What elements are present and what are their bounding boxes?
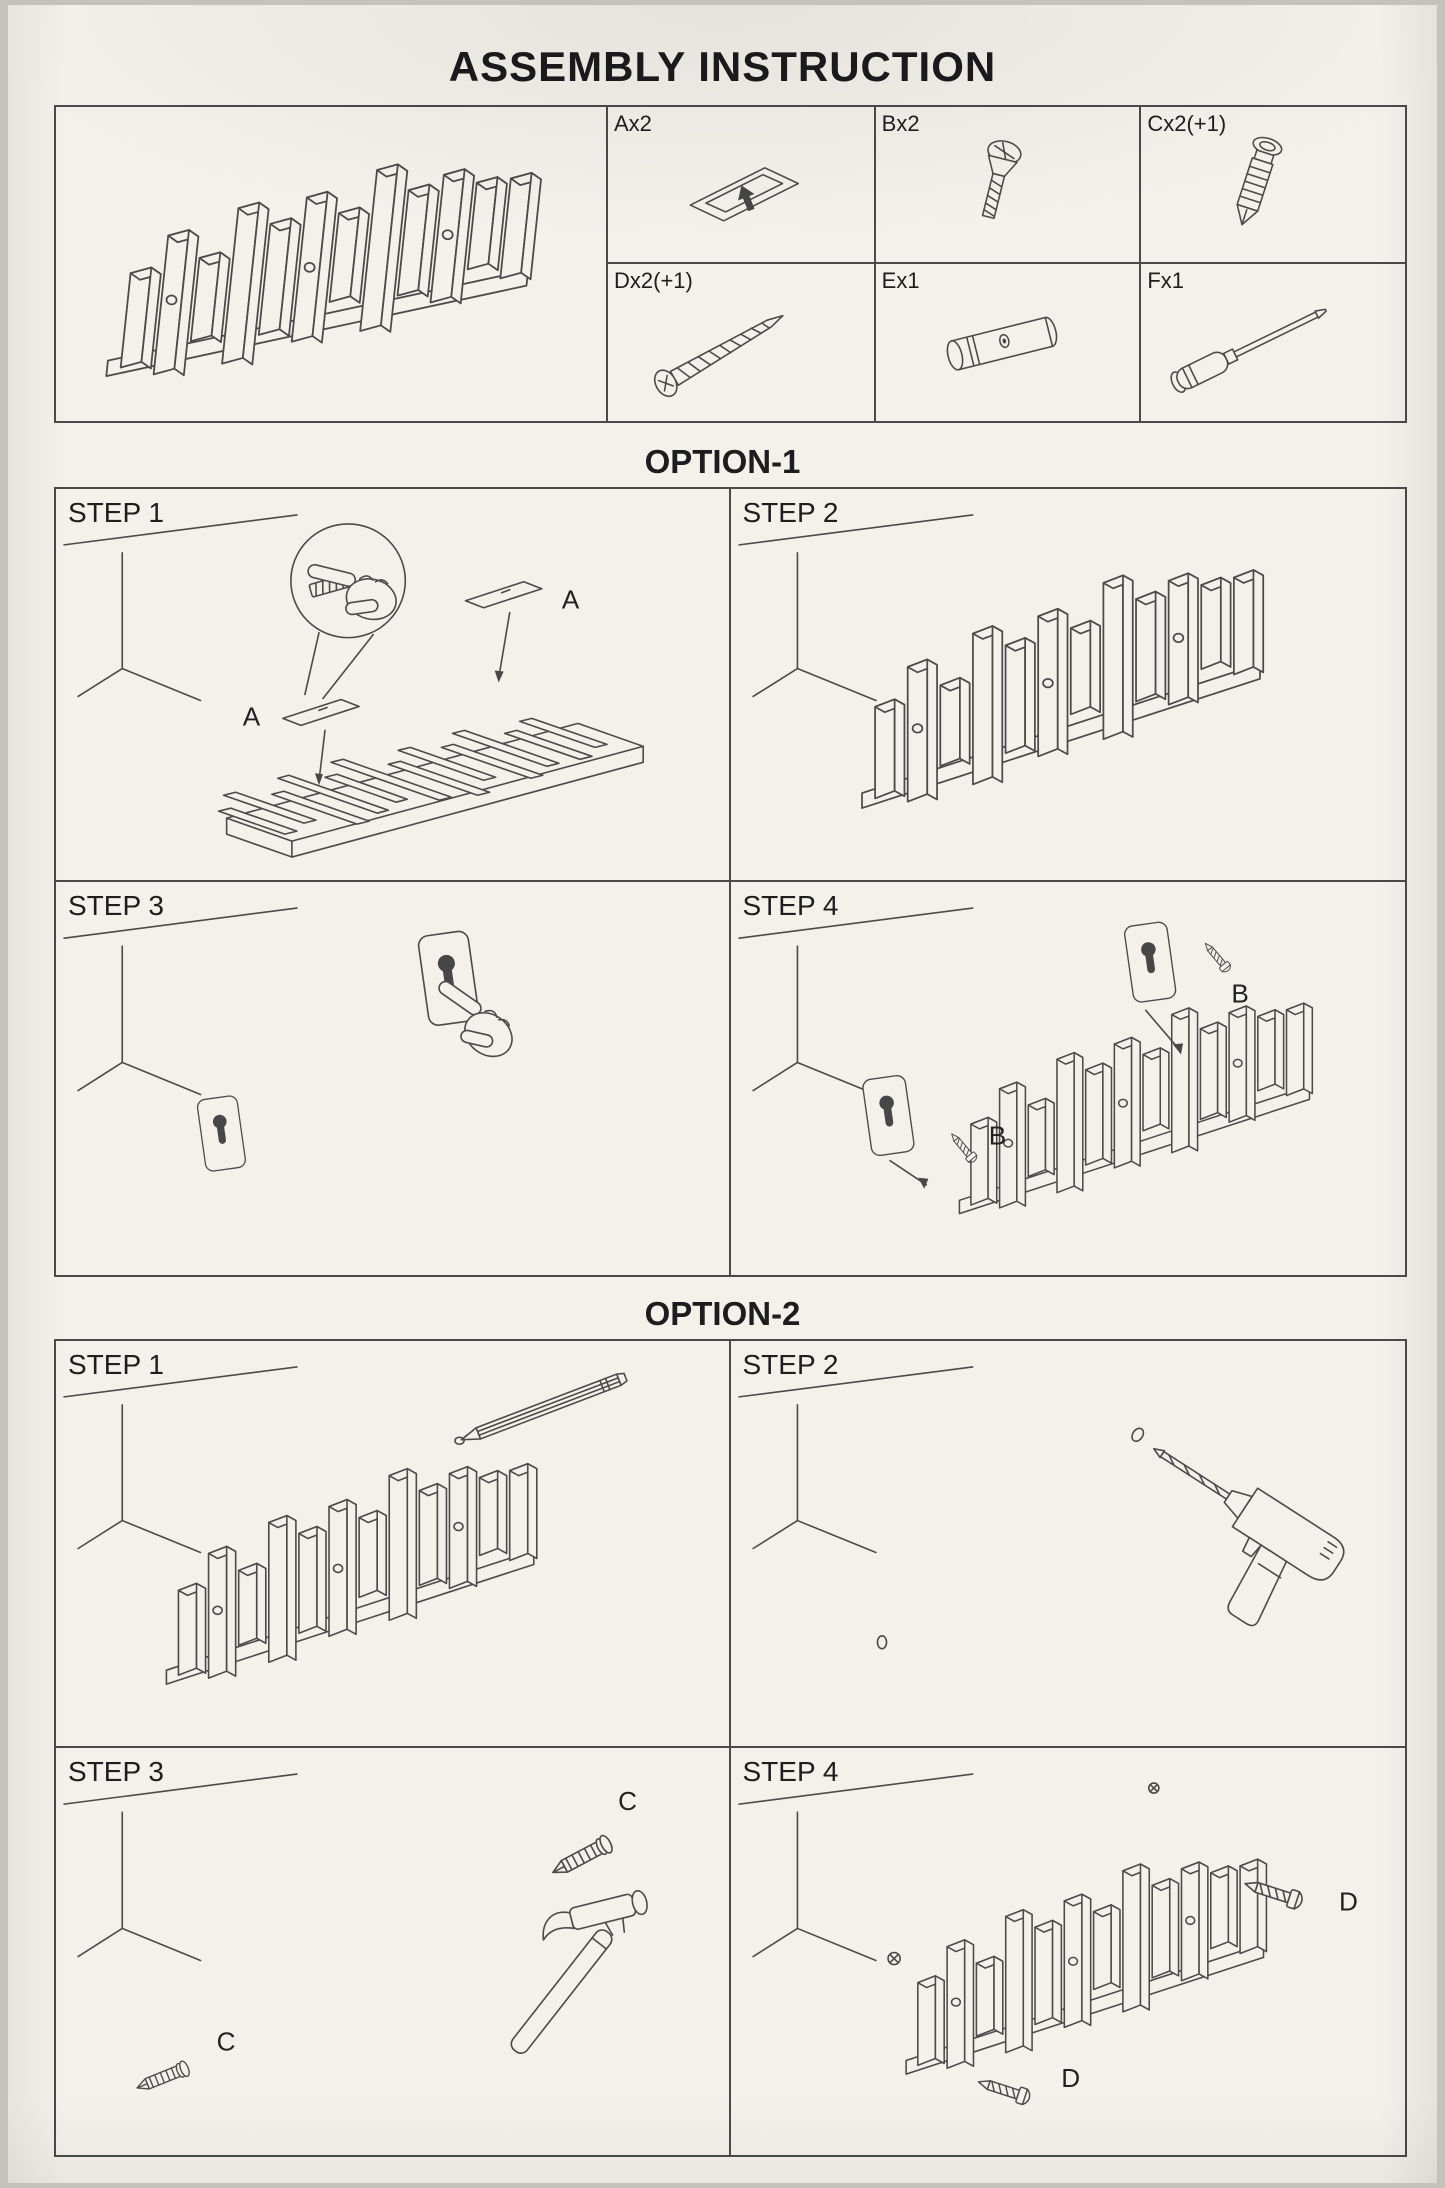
annotation-b: B (1231, 978, 1248, 1008)
assembled-product-drawing (105, 129, 543, 421)
annotation-d: D (1061, 2063, 1080, 2093)
step-cell-option1-step4: STEP 4 B B (731, 882, 1406, 1275)
part-cell-e: Ex1 (873, 264, 1140, 421)
wood-screw-icon (653, 314, 784, 398)
room-corner-lines (77, 945, 202, 1096)
part-cell-b: Bx2 (873, 107, 1140, 264)
wall-plug-icon (1236, 136, 1283, 226)
room-corner-lines (77, 1811, 202, 1962)
part-label: Ex1 (881, 268, 920, 293)
room-corner-lines (77, 552, 202, 702)
part-label: Dx2(+1) (614, 268, 693, 293)
step-cell-option1-step1: STEP 1 (56, 489, 731, 882)
machine-screw-icon (981, 140, 1022, 220)
product-illustration (56, 107, 608, 421)
pencil-icon (460, 1372, 628, 1441)
keyhole-plate-icon (1122, 920, 1177, 1004)
step-illustration: A A (63, 514, 644, 858)
step-cell-option2-step2: STEP 2 (730, 1341, 1405, 1748)
annotation-a: A (243, 701, 261, 731)
wall-plug-icon (133, 2059, 192, 2097)
room-corner-lines (751, 945, 877, 1096)
part-label: Fx1 (1147, 268, 1185, 293)
keyhole-plate-icon (195, 1094, 247, 1173)
part-label: Cx2(+1) (1147, 111, 1227, 136)
keyhole-bracket-icon (689, 167, 800, 222)
step-label: STEP 4 (742, 890, 839, 921)
room-corner-lines (77, 1404, 202, 1554)
parts-grid: Ax2 Bx2 (608, 107, 1405, 421)
wall-plug-icon (547, 1832, 616, 1882)
annotation-d: D (1339, 1886, 1358, 1916)
drill-hole-mark (1130, 1427, 1144, 1443)
parts-overview-box: Ax2 Bx2 (54, 105, 1407, 423)
keyhole-plate-icon (860, 1073, 916, 1158)
step-illustration (63, 907, 523, 1173)
step-label: STEP 2 (742, 497, 839, 528)
option1-steps-grid: STEP 1 (54, 487, 1407, 1277)
step-illustration: C C (63, 1773, 648, 2097)
step-label: STEP 4 (742, 1756, 839, 1787)
rack-illustration (904, 1858, 1267, 2075)
room-corner-lines (751, 552, 877, 702)
page-title: ASSEMBLY INSTRUCTION (448, 43, 997, 90)
step-illustration (737, 1366, 1345, 1650)
step-illustration (63, 1366, 628, 1685)
mounting-plate-icon (464, 580, 543, 683)
marked-hole (454, 1436, 465, 1446)
screw-icon (974, 2073, 1033, 2107)
part-label: Ax2 (614, 111, 652, 136)
annotation-a: A (562, 585, 580, 615)
spacer-dowel-icon (946, 316, 1057, 371)
step-illustration: B B (737, 907, 1313, 1215)
hammer-icon (510, 1889, 648, 2054)
rack-illustration (958, 1002, 1313, 1215)
rack-flat-illustration (217, 717, 644, 858)
step-cell-option1-step2: STEP 2 (730, 489, 1405, 882)
step-cell-option2-step3: STEP 3 C (56, 1748, 731, 2155)
room-corner-lines (751, 1404, 877, 1554)
option2-steps-grid: STEP 1 STEP 2 (54, 1339, 1407, 2157)
rack-illustration (860, 569, 1264, 809)
step-label: STEP 3 (68, 890, 164, 921)
annotation-c: C (217, 2027, 236, 2057)
annotation-b: B (988, 1121, 1005, 1151)
screw-icon (1200, 939, 1233, 975)
drill-icon (1152, 1447, 1345, 1627)
paper: ASSEMBLY INSTRUCTION Ax2 (8, 5, 1437, 2183)
step-cell-option2-step1: STEP 1 (56, 1341, 731, 1748)
step-illustration: D D (737, 1773, 1358, 2107)
option2-heading: OPTION-2 (644, 1295, 801, 1332)
part-cell-d: Dx2(+1) (608, 264, 874, 421)
step-cell-option2-step4: STEP 4 D D (731, 1748, 1406, 2155)
part-cell-f: Fx1 (1139, 264, 1405, 421)
step-label: STEP 1 (68, 1349, 164, 1380)
annotation-c: C (618, 1786, 637, 1816)
step-label: STEP 1 (68, 497, 164, 528)
part-label: Bx2 (881, 111, 920, 136)
mounting-plate-icon (282, 698, 360, 786)
screwdriver-icon (1170, 308, 1328, 394)
step-illustration (737, 514, 1264, 809)
part-cell-a: Ax2 (608, 107, 874, 264)
drill-hole-mark (876, 1634, 887, 1650)
rack-illustration (165, 1462, 538, 1685)
step-label: STEP 2 (742, 1349, 839, 1380)
part-cell-c: Cx2(+1) (1139, 107, 1405, 264)
step-cell-option1-step3: STEP 3 (56, 882, 731, 1275)
step-label: STEP 3 (68, 1756, 164, 1787)
room-corner-lines (751, 1811, 877, 1962)
option1-heading: OPTION-1 (644, 443, 801, 480)
